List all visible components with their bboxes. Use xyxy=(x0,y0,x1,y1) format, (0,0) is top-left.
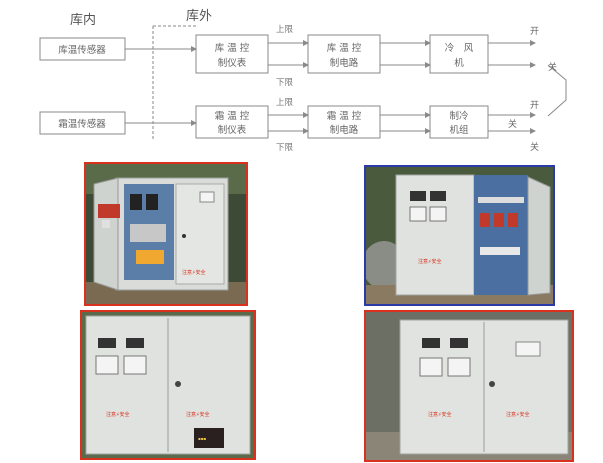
output-on-label-2: 开 xyxy=(530,100,539,111)
svg-text:机组: 机组 xyxy=(449,124,469,136)
room-temp-circuit-box: 库 温 控 制电路 xyxy=(307,34,381,74)
row1-connectors xyxy=(125,40,567,117)
svg-text:库 温 控: 库 温 控 xyxy=(327,42,362,54)
row2-connectors xyxy=(125,112,536,134)
air-cooler-box: 冷 风 机 xyxy=(429,34,489,74)
photo-open-cabinet-right: 注意⚡安全 xyxy=(364,165,555,306)
svg-text:注意⚡安全: 注意⚡安全 xyxy=(186,411,210,418)
lower-limit-label-2: 下限 xyxy=(276,143,294,153)
output-off-label-2: 关 xyxy=(508,118,517,130)
svg-text:库温传感器: 库温传感器 xyxy=(58,44,106,56)
output-off-label-3: 关 xyxy=(530,141,539,153)
svg-text:制仪表: 制仪表 xyxy=(218,124,247,136)
control-block-diagram: 库内 库外 库温传感器 库 温 控 制仪表 库 温 控 制电路 冷 风 机 霜温… xyxy=(39,8,567,153)
output-off-label-1: 关 xyxy=(548,61,557,73)
svg-text:制电路: 制电路 xyxy=(330,57,359,69)
svg-text:机: 机 xyxy=(454,57,464,69)
svg-text:制仪表: 制仪表 xyxy=(218,57,247,69)
zone-label-outside: 库外 xyxy=(186,8,212,24)
svg-text:▪▪▪: ▪▪▪ xyxy=(198,436,206,441)
photo-closed-cabinet-left: 注意⚡安全 注意⚡安全 ▪▪▪ xyxy=(80,310,256,460)
zone-label-inside: 库内 xyxy=(70,12,96,28)
svg-text:注意⚡安全: 注意⚡安全 xyxy=(106,411,130,418)
svg-text:注意⚡安全: 注意⚡安全 xyxy=(418,258,442,265)
refrigeration-unit-box: 制冷 机组 xyxy=(429,105,489,139)
svg-text:制冷: 制冷 xyxy=(449,110,469,122)
svg-text:霜 温 控: 霜 温 控 xyxy=(215,110,250,122)
lower-limit-label-1: 下限 xyxy=(276,78,294,88)
photo-open-cabinet-left: 注意⚡安全 xyxy=(84,162,248,306)
defrost-temp-sensor-box: 霜温传感器 xyxy=(39,111,126,135)
photo-closed-cabinet-right: 注意⚡安全 注意⚡安全 xyxy=(364,310,574,462)
defrost-temp-instrument-box: 霜 温 控 制仪表 xyxy=(195,105,269,139)
room-temp-instrument-box: 库 温 控 制仪表 xyxy=(195,34,269,74)
room-temp-sensor-box: 库温传感器 xyxy=(39,37,126,61)
upper-limit-label-1: 上限 xyxy=(276,25,294,35)
svg-text:霜 温 控: 霜 温 控 xyxy=(327,110,362,122)
svg-text:注意⚡安全: 注意⚡安全 xyxy=(506,411,530,418)
svg-text:库 温 控: 库 温 控 xyxy=(215,42,250,54)
svg-text:霜温传感器: 霜温传感器 xyxy=(58,118,106,130)
svg-text:制电路: 制电路 xyxy=(330,124,359,136)
svg-text:冷 风: 冷 风 xyxy=(445,42,474,54)
svg-text:注意⚡安全: 注意⚡安全 xyxy=(428,411,452,418)
upper-limit-label-2: 上限 xyxy=(276,98,294,108)
svg-text:注意⚡安全: 注意⚡安全 xyxy=(182,269,206,276)
defrost-temp-circuit-box: 霜 温 控 制电路 xyxy=(307,105,381,139)
output-on-label-1: 开 xyxy=(530,26,539,37)
